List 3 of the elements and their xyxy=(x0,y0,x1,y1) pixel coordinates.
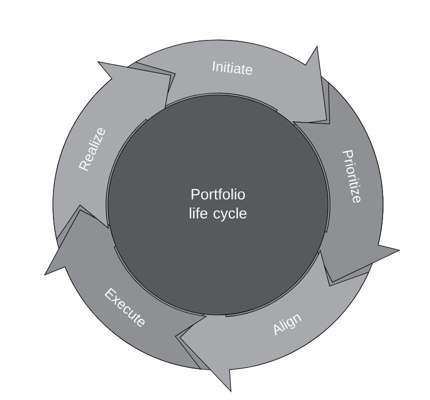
arrow-segment: Prioritize xyxy=(292,82,400,282)
arrow-segment: Initiate xyxy=(135,40,328,129)
arrow-segment: Align xyxy=(180,250,370,392)
